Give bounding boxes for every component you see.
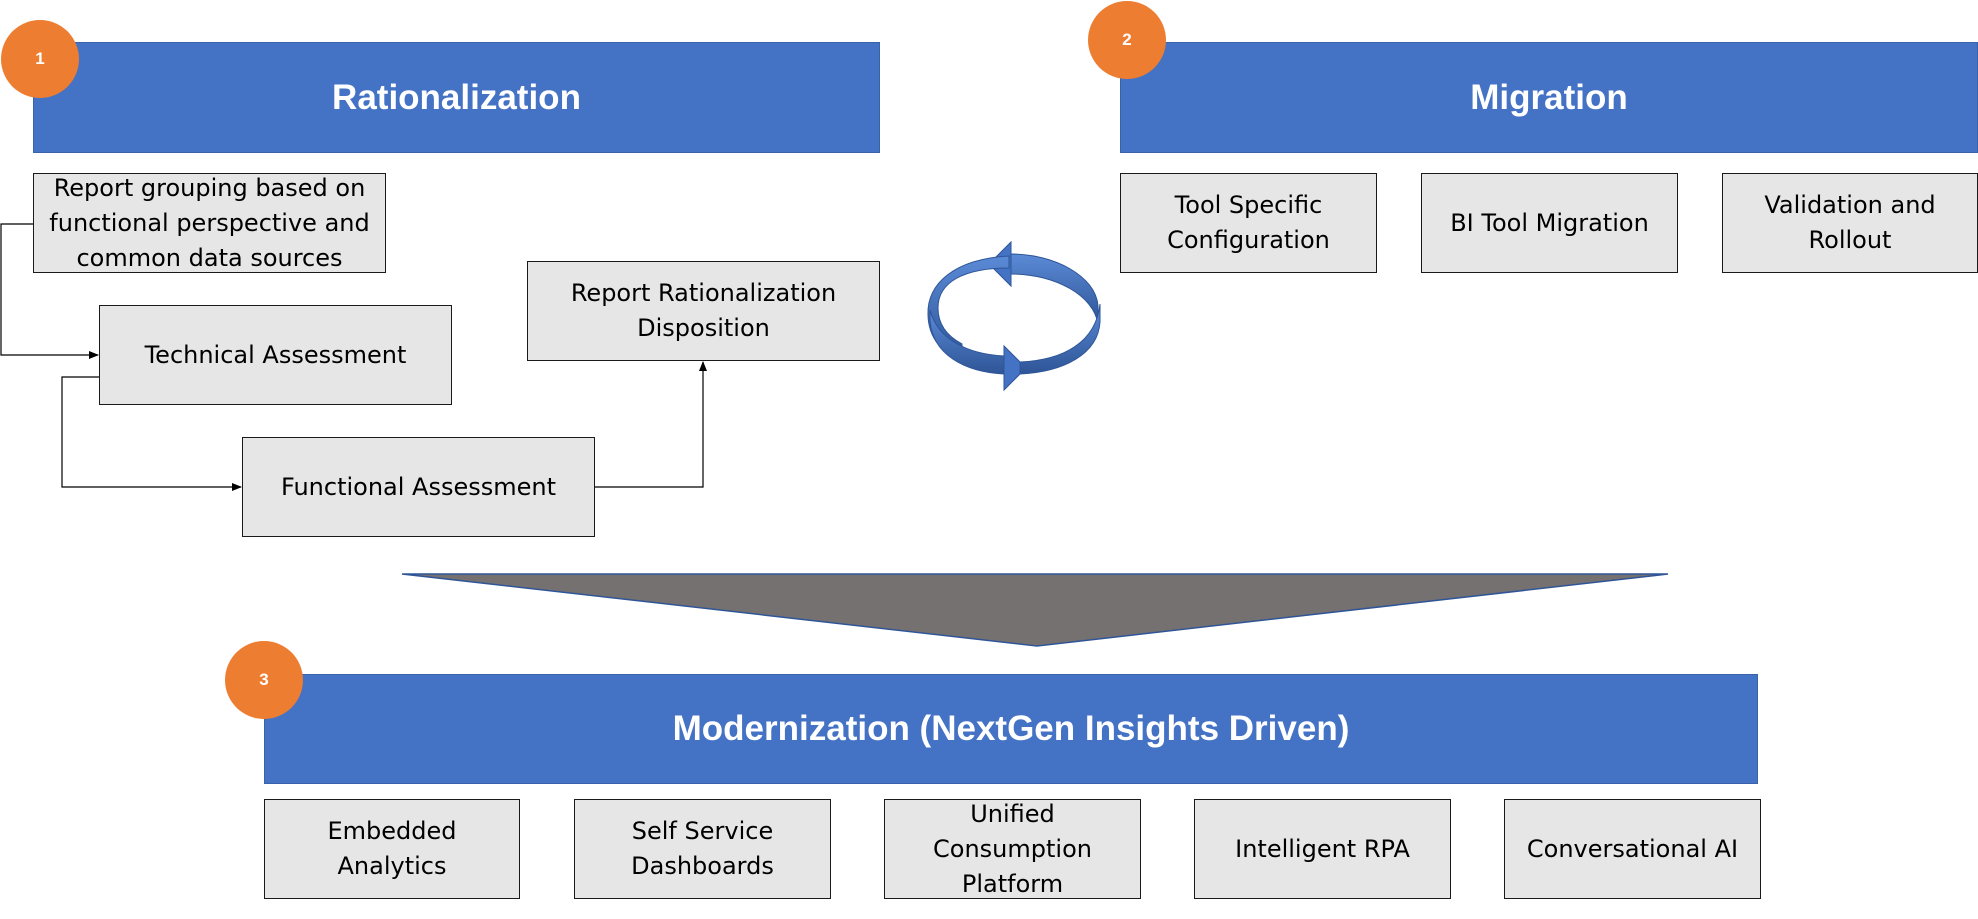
rationalization-title: Rationalization <box>332 77 581 117</box>
section-badge-1: 1 <box>1 20 79 98</box>
connector-functional-to-disposition <box>595 361 707 488</box>
technical-assessment-box: Technical Assessment <box>99 305 452 405</box>
conversational-ai-box: Conversational AI <box>1504 799 1761 899</box>
modernization-title: Modernization (NextGen Insights Driven) <box>672 709 1350 748</box>
circular-arrows-icon <box>927 240 1101 392</box>
unified-platform-box: Unified Consumption Platform <box>884 799 1141 899</box>
intelligent-rpa-box: Intelligent RPA <box>1194 799 1451 899</box>
self-service-box: Self Service Dashboards <box>574 799 831 899</box>
section-badge-3: 3 <box>225 641 303 719</box>
tool-config-box: Tool Specific Configuration <box>1120 173 1377 273</box>
report-grouping-box: Report grouping based on functional pers… <box>33 173 386 273</box>
migration-header: Migration <box>1120 42 1978 153</box>
section-badge-2: 2 <box>1088 1 1166 79</box>
embedded-analytics-box: Embedded Analytics <box>264 799 520 899</box>
rationalization-header: Rationalization <box>33 42 880 153</box>
funnel-triangle <box>401 573 1669 647</box>
functional-assessment-box: Functional Assessment <box>242 437 595 537</box>
report-disposition-box: Report Rationalization Disposition <box>527 261 880 361</box>
migration-title: Migration <box>1470 77 1628 117</box>
validation-rollout-box: Validation and Rollout <box>1722 173 1978 273</box>
bi-tool-migration-box: BI Tool Migration <box>1421 173 1678 273</box>
modernization-header: Modernization (NextGen Insights Driven) <box>264 674 1758 784</box>
